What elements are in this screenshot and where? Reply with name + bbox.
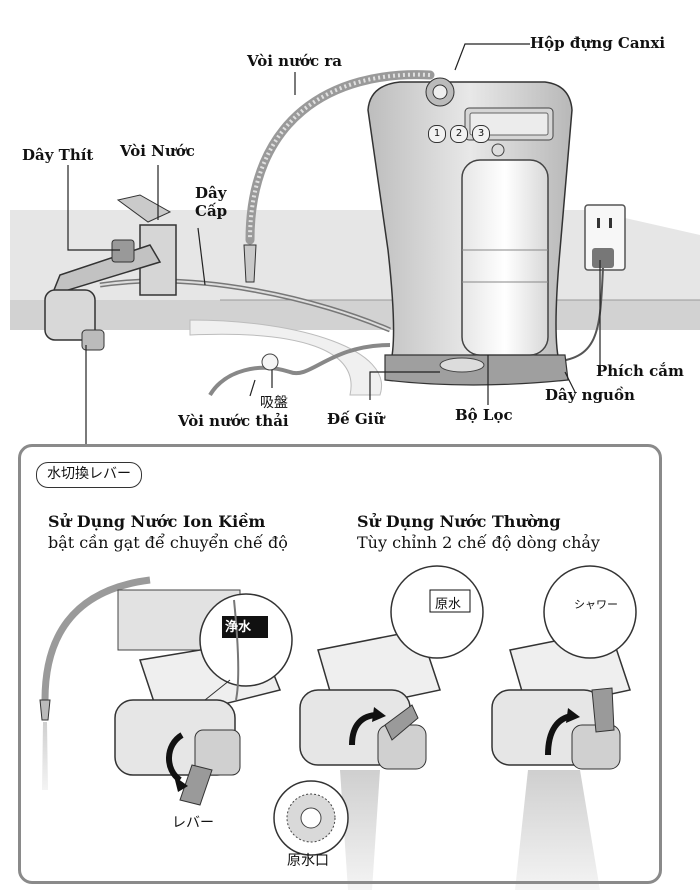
panel-tag: 水切換レバー: [36, 462, 142, 488]
leader-lines: [67, 43, 601, 444]
base-holder-shape: [439, 357, 485, 373]
mode-label-purified: 浄水: [225, 620, 252, 635]
wall-outlet: [584, 204, 626, 271]
suction-cup-shape: [261, 353, 279, 371]
label-raw-outlet: 原水口: [287, 853, 329, 869]
display-button-2: 2: [450, 125, 468, 143]
label-outlet-hose: Vòi nước ra: [247, 52, 342, 70]
outlet-hose-rib: [248, 72, 431, 241]
panel-right-subtitle: Tùy chỉnh 2 chế độ dòng chảy: [357, 533, 600, 552]
scene-shower: [491, 565, 637, 890]
label-tie-wire: Dây Thít: [22, 146, 94, 164]
drain-hose-line: [208, 343, 391, 397]
label-supply-hose-line2: Cấp: [195, 202, 228, 220]
display-button-row: 1 2 3: [428, 125, 490, 143]
label-filter: Bộ Lọc: [455, 406, 513, 424]
panel-left-subtitle: bật cần gạt để chuyển chế độ: [48, 533, 288, 552]
filter-cartridge: [461, 143, 549, 356]
panel-right-title: Sử Dụng Nước Thường: [357, 512, 561, 531]
label-power-cord: Dây nguồn: [545, 386, 635, 404]
mode-label-shower: シャワー: [574, 598, 618, 611]
outlet-hose-nozzle: [243, 244, 257, 283]
scene-raw-water: [273, 565, 484, 890]
label-lever: レバー: [172, 815, 214, 831]
label-base-holder: Đế Giữ: [327, 410, 385, 428]
display-button-1: 1: [428, 125, 446, 143]
mode-label-raw: 原水: [435, 597, 462, 612]
lever-panel: [18, 444, 662, 884]
label-canxi-box: Hộp đựng Canxi: [530, 34, 666, 52]
label-drain-hose: Vòi nước thải: [178, 412, 289, 430]
label-supply-hose: Dây Cấp: [195, 184, 227, 220]
faucet-shape: [44, 194, 177, 351]
label-plug: Phích cắm: [596, 362, 684, 380]
label-suction-cup: 吸盤: [260, 395, 288, 411]
label-supply-hose-line1: Dây: [195, 184, 227, 202]
panel-left-title: Sử Dụng Nước Ion Kiềm: [48, 512, 266, 531]
scene-alkaline: [39, 576, 293, 806]
label-faucet: Vòi Nước: [120, 142, 195, 160]
display-button-3: 3: [472, 125, 490, 143]
